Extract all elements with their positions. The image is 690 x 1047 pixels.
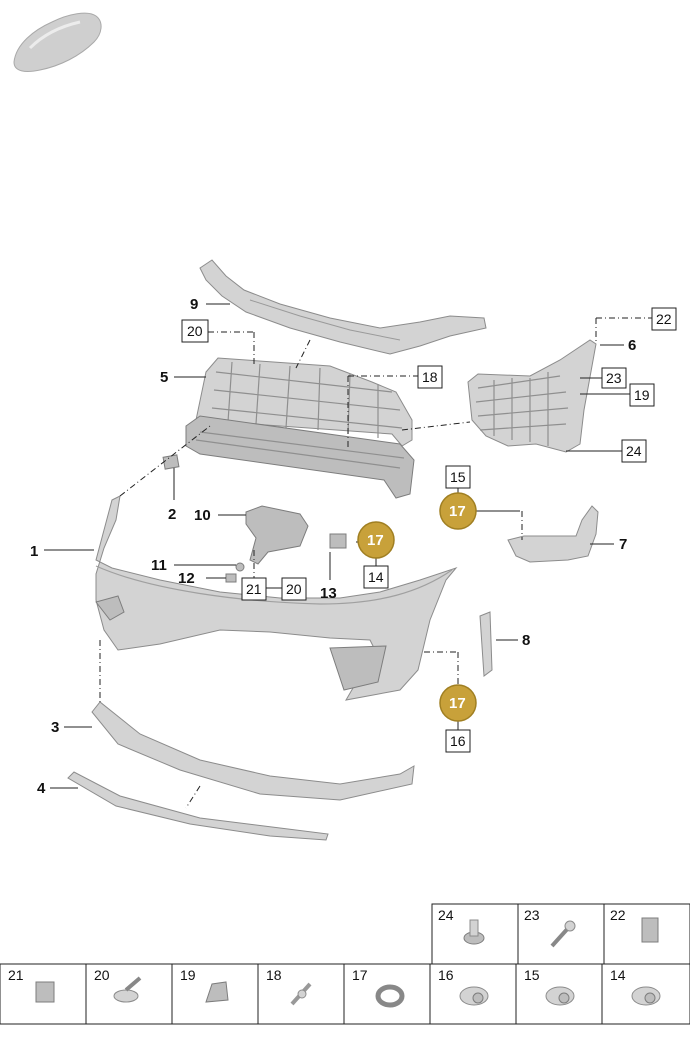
part-11-clip bbox=[235, 562, 245, 572]
callout-3: 3 bbox=[51, 719, 59, 736]
box-14-label: 14 bbox=[368, 569, 384, 585]
callout-8: 8 bbox=[522, 632, 530, 649]
badge-17-c-label: 17 bbox=[449, 695, 466, 712]
fastener-17-icon bbox=[375, 984, 405, 1008]
table-cell-24: 24 bbox=[438, 907, 454, 923]
badges: 17 17 17 bbox=[357, 492, 477, 722]
box-24-label: 24 bbox=[626, 443, 642, 459]
box-23: 23 bbox=[601, 367, 627, 389]
table-cell-20: 20 bbox=[94, 967, 110, 983]
box-21-label: 21 bbox=[246, 581, 262, 597]
fastener-18-icon bbox=[290, 982, 312, 1006]
box-24: 24 bbox=[621, 439, 647, 463]
dash-lines bbox=[99, 317, 652, 809]
table-cell-22: 22 bbox=[610, 907, 626, 923]
box-18-label: 18 bbox=[422, 369, 438, 385]
box-21: 21 bbox=[241, 577, 267, 601]
part-10-bracket bbox=[245, 505, 309, 565]
table-cell-21: 21 bbox=[8, 967, 24, 983]
boxed-numbers: 20 18 22 23 19 24 15 14 bbox=[181, 307, 677, 753]
callout-numbers: 1 2 3 4 5 6 7 8 9 10 11 12 13 bbox=[30, 296, 636, 797]
fastener-15-icon bbox=[545, 986, 575, 1006]
table-cell-18: 18 bbox=[266, 967, 282, 983]
box-18: 18 bbox=[417, 365, 443, 389]
part-5-front-carrier bbox=[185, 357, 415, 499]
box-15-label: 15 bbox=[450, 469, 466, 485]
box-16-label: 16 bbox=[450, 733, 466, 749]
callout-12: 12 bbox=[178, 570, 195, 587]
box-20b: 20 bbox=[281, 577, 307, 601]
badge-17-b-label: 17 bbox=[367, 532, 384, 549]
box-19-label: 19 bbox=[634, 387, 650, 403]
box-23-label: 23 bbox=[606, 370, 622, 386]
vehicle-thumbnail bbox=[13, 12, 102, 72]
part-13-bracket bbox=[329, 533, 347, 549]
box-14: 14 bbox=[363, 565, 389, 589]
callout-1: 1 bbox=[30, 543, 38, 560]
table-cell-14: 14 bbox=[610, 967, 626, 983]
badge-17-c: 17 bbox=[439, 684, 477, 722]
box-22-label: 22 bbox=[656, 311, 672, 327]
table-cell-17: 17 bbox=[352, 967, 368, 983]
part-6-side-grille bbox=[467, 339, 597, 453]
fastener-16-icon bbox=[459, 986, 489, 1006]
fastener-14-icon bbox=[631, 986, 661, 1006]
callout-10: 10 bbox=[194, 507, 211, 524]
part-3-lower-spoiler bbox=[91, 701, 415, 801]
box-19: 19 bbox=[629, 383, 655, 407]
badge-17-a-label: 17 bbox=[449, 503, 466, 520]
fastener-19-icon bbox=[205, 981, 229, 1003]
callout-13: 13 bbox=[320, 585, 337, 602]
part-9-upper-beam bbox=[199, 259, 487, 355]
fastener-20-icon bbox=[113, 976, 142, 1003]
fastener-23-icon bbox=[550, 920, 576, 948]
box-15: 15 bbox=[445, 465, 471, 489]
parts-table: 24 23 22 21 20 19 18 17 16 15 14 bbox=[0, 903, 690, 1025]
callout-7: 7 bbox=[619, 536, 627, 553]
box-22: 22 bbox=[651, 307, 677, 331]
table-cell-23: 23 bbox=[524, 907, 540, 923]
callout-5: 5 bbox=[160, 369, 168, 386]
fastener-22-icon bbox=[641, 917, 659, 943]
box-20a-label: 20 bbox=[187, 323, 203, 339]
badge-17-a: 17 bbox=[439, 492, 477, 530]
part-2-tab bbox=[162, 454, 180, 470]
callout-11: 11 bbox=[151, 557, 167, 574]
table-cell-15: 15 bbox=[524, 967, 540, 983]
callout-6: 6 bbox=[628, 337, 636, 354]
callout-2: 2 bbox=[168, 506, 176, 523]
table-cell-19: 19 bbox=[180, 967, 196, 983]
table-cell-16: 16 bbox=[438, 967, 454, 983]
box-20a: 20 bbox=[181, 319, 209, 343]
callout-4: 4 bbox=[37, 780, 46, 797]
box-16: 16 bbox=[445, 729, 471, 753]
part-7-side-bracket bbox=[507, 505, 599, 563]
fastener-24-icon bbox=[463, 919, 485, 945]
part-1-bumper-cover bbox=[95, 495, 458, 701]
badge-17-b: 17 bbox=[357, 521, 395, 559]
part-4-lip-strip bbox=[67, 771, 329, 841]
fastener-21-icon bbox=[35, 981, 55, 1003]
box-20b-label: 20 bbox=[286, 581, 302, 597]
part-12-clip bbox=[225, 573, 237, 583]
part-8-trim-strip bbox=[479, 611, 493, 677]
callout-9: 9 bbox=[190, 296, 198, 313]
